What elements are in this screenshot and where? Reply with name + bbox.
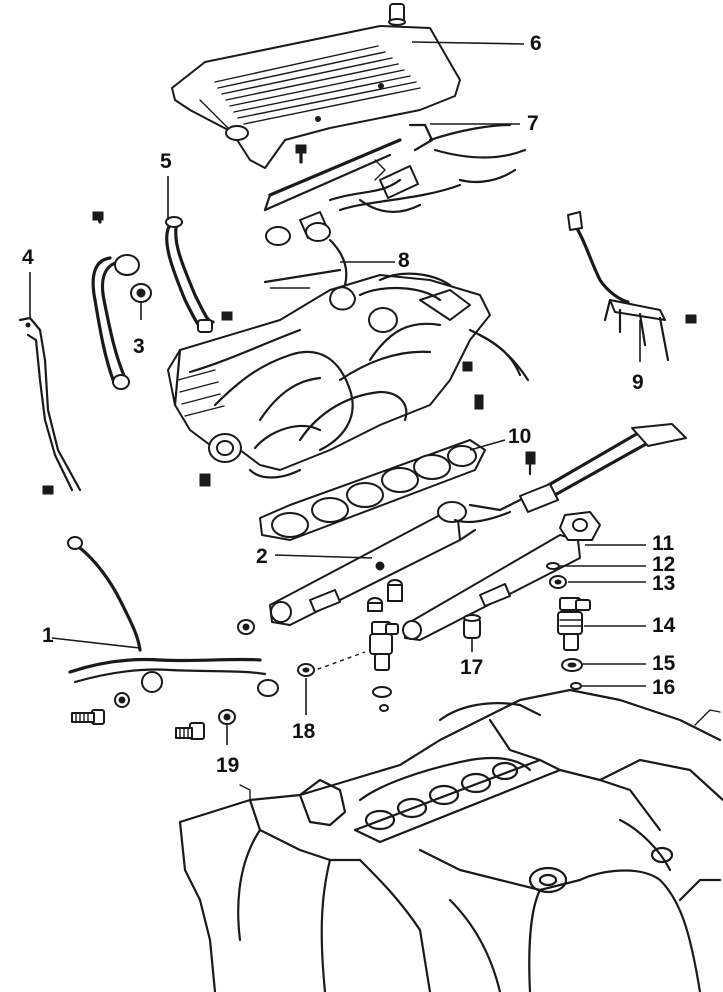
callout-19: 19 xyxy=(216,754,239,777)
bypass-pipe xyxy=(91,211,152,390)
callout-17: 17 xyxy=(460,656,483,679)
fuel-supply-line xyxy=(453,423,687,542)
manifold-stud-bolts xyxy=(199,361,536,487)
engine-block-outline xyxy=(178,688,723,992)
right-fuel-rail xyxy=(402,511,601,641)
callout-13: 13 xyxy=(652,572,675,595)
fuel-rail-plug-17 xyxy=(463,614,481,639)
mounting-bracket xyxy=(18,316,82,495)
nut-near-rail xyxy=(237,619,255,635)
callout-18: 18 xyxy=(292,720,316,743)
o-ring-16 xyxy=(570,682,582,690)
callout-12: 12 xyxy=(652,553,675,576)
callout-16: 16 xyxy=(652,676,675,699)
callout-6: 6 xyxy=(530,32,542,55)
bolt-left-lower xyxy=(71,709,105,725)
callout-7: 7 xyxy=(527,112,539,135)
cover-bolt xyxy=(295,144,307,164)
water-pipe xyxy=(165,216,233,333)
center-injector-stack xyxy=(367,579,403,712)
harness-pipe-1 xyxy=(67,536,279,708)
callout-9: 9 xyxy=(632,371,644,394)
callout-5: 5 xyxy=(160,150,172,173)
callout-2: 2 xyxy=(256,545,268,568)
o-ring-12 xyxy=(546,562,560,570)
callout-14: 14 xyxy=(652,614,676,637)
grommet-13 xyxy=(549,575,567,589)
grommet-18 xyxy=(297,663,315,677)
callout-4: 4 xyxy=(22,246,34,269)
vacuum-harness-assembly xyxy=(263,123,527,287)
bolt-19-assembly xyxy=(175,709,236,740)
insulator-15 xyxy=(561,658,583,672)
cover-cap-nut xyxy=(388,3,406,26)
hose-bracket xyxy=(567,211,697,362)
engine-cover xyxy=(171,25,461,169)
fuel-injector-14 xyxy=(557,597,591,651)
intake-gasket xyxy=(259,439,486,541)
intake-manifold xyxy=(167,272,530,479)
callout-11: 11 xyxy=(652,532,675,555)
callout-3: 3 xyxy=(133,335,145,358)
callout-10: 10 xyxy=(508,425,531,448)
callout-1: 1 xyxy=(42,624,54,647)
callout-15: 15 xyxy=(652,652,676,675)
callout-8: 8 xyxy=(398,249,410,272)
